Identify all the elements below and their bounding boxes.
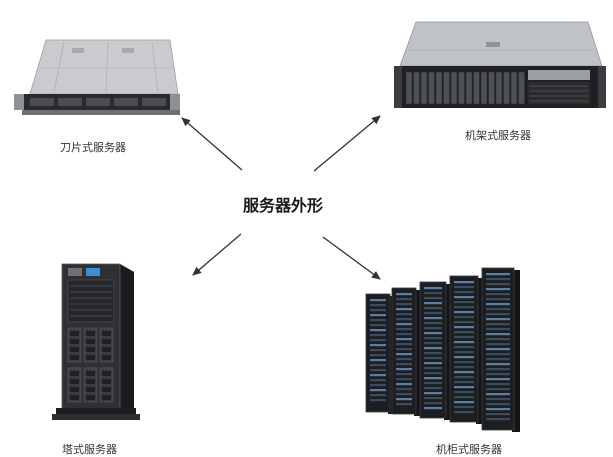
center-title: 服务器外形 (243, 196, 324, 215)
arrow-to-blade (181, 117, 243, 171)
tower-server-label: 塔式服务器 (62, 443, 117, 456)
cabinet-server-icon (365, 267, 520, 432)
arrow-to-cabinet (322, 236, 381, 280)
arrow-to-tower (192, 233, 242, 276)
rack-server-icon (394, 21, 606, 108)
blade-server-label: 刀片式服务器 (60, 141, 126, 154)
cabinet-server-label: 机柜式服务器 (436, 443, 502, 456)
tower-server-icon (52, 263, 140, 420)
rack-server-label: 机架式服务器 (465, 129, 531, 142)
arrow-to-rack (313, 115, 381, 172)
blade-server-icon (14, 39, 180, 115)
